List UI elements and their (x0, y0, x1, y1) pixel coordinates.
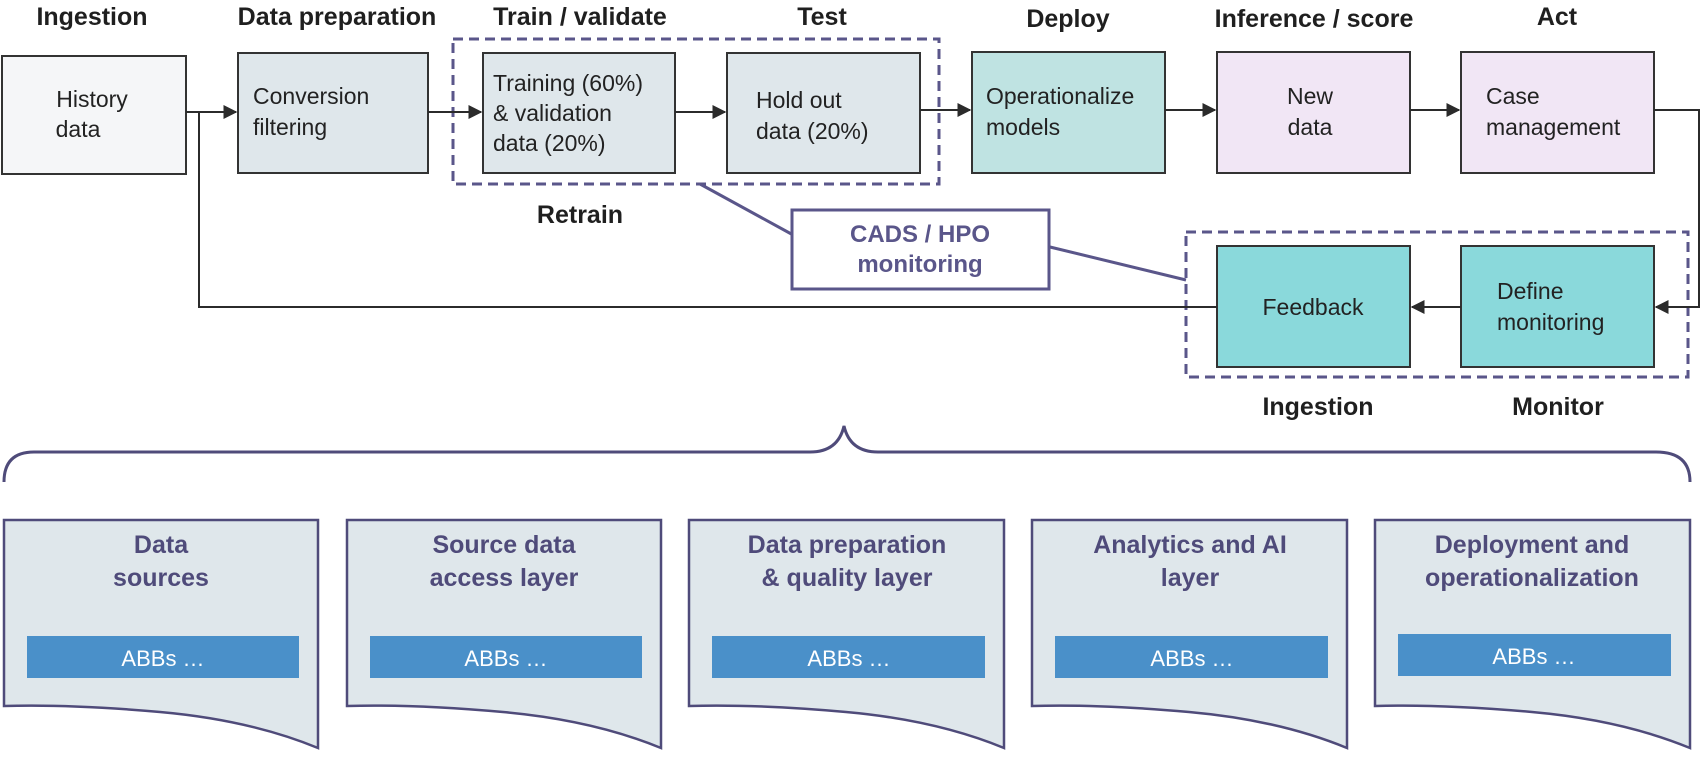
layer-1-abb: ABBs … (121, 646, 204, 671)
history-data-line2: data (56, 116, 101, 142)
new-data-line2: data (1288, 114, 1333, 140)
layer-card-5: Deployment and operationalization ABBs … (1373, 518, 1692, 750)
layer-5-abb: ABBs … (1492, 644, 1575, 669)
layer-card-1: Data sources ABBs … (2, 518, 320, 750)
case-management-box (1460, 51, 1655, 174)
stage-retrain: Retrain (537, 201, 623, 229)
holdout-data-box (726, 52, 921, 174)
new-data-line1: New (1287, 83, 1333, 109)
layer-4-title-line1: Analytics and AI (1093, 531, 1287, 559)
define-line1: Define (1497, 278, 1563, 304)
holdout-line2: data (20%) (756, 118, 869, 144)
layer-1-title-line2: sources (113, 564, 209, 592)
layer-5-title-line1: Deployment and (1435, 531, 1629, 559)
layer-card-2: Source data access layer ABBs … (345, 518, 663, 750)
stage-data-preparation: Data preparation (238, 3, 437, 31)
stage-monitor: Monitor (1512, 393, 1604, 421)
layer-2-abb-bar (370, 636, 642, 678)
conversion-filtering-box (237, 52, 429, 174)
feedback-box (1216, 245, 1411, 368)
layer-2-abb: ABBs … (464, 646, 547, 671)
layer-5-abb-bar (1398, 634, 1671, 676)
define-line2: monitoring (1497, 309, 1604, 335)
callout-line1: CADS / HPO (850, 221, 990, 248)
layer-1-abb-bar (27, 636, 299, 678)
layer-4-abb: ABBs … (1150, 646, 1233, 671)
feedback-label: Feedback (1262, 294, 1364, 320)
callout-line2: monitoring (857, 251, 982, 278)
layer-3-abb-bar (712, 636, 985, 678)
layer-1-title-line1: Data (134, 531, 189, 559)
define-monitoring-box (1460, 245, 1655, 368)
callout-connector-left (699, 182, 796, 238)
stage-deploy: Deploy (1026, 5, 1109, 33)
stage-ingestion-bottom: Ingestion (1262, 393, 1373, 421)
training-line3: data (20%) (493, 130, 606, 156)
conversion-line2: filtering (253, 114, 327, 140)
training-line1: Training (60%) (493, 70, 643, 96)
layer-3-title-line1: Data preparation (748, 531, 947, 559)
layer-3-title-line2: & quality layer (762, 564, 933, 592)
training-line2: & validation (493, 100, 612, 126)
layer-2-title-line2: access layer (430, 564, 579, 592)
new-data-box (1216, 51, 1411, 174)
case-line2: management (1486, 114, 1621, 140)
arrow-case-to-define (1654, 109, 1700, 314)
stage-train-validate: Train / validate (493, 3, 667, 31)
operationalize-line2: models (986, 114, 1060, 140)
layer-card-3: Data preparation & quality layer ABBs … (687, 518, 1006, 750)
layer-4-title-line2: layer (1161, 564, 1220, 592)
cads-hpo-callout (790, 208, 1051, 291)
stage-test: Test (797, 3, 847, 31)
layer-5-title-line2: operationalization (1425, 564, 1639, 592)
layer-4-abb-bar (1055, 636, 1328, 678)
history-data-box (1, 55, 187, 175)
conversion-line1: Conversion (253, 83, 369, 109)
stage-ingestion-top: Ingestion (36, 3, 147, 31)
layer-3-abb: ABBs … (807, 646, 890, 671)
stage-act: Act (1537, 3, 1578, 31)
layer-card-4: Analytics and AI layer ABBs … (1030, 518, 1349, 750)
feedback-loop-line (198, 112, 1217, 308)
history-data-line1: History (56, 86, 128, 112)
holdout-line1: Hold out (756, 87, 842, 113)
operationalize-models-box (971, 51, 1166, 174)
monitor-group-border (1184, 230, 1690, 379)
layers-brace (2, 425, 1692, 483)
operationalize-line1: Operationalize (986, 83, 1134, 109)
stage-inference-score: Inference / score (1215, 5, 1414, 33)
layer-2-title-line1: Source data (432, 531, 576, 559)
case-line1: Case (1486, 83, 1540, 109)
callout-connector-right (1049, 245, 1187, 282)
